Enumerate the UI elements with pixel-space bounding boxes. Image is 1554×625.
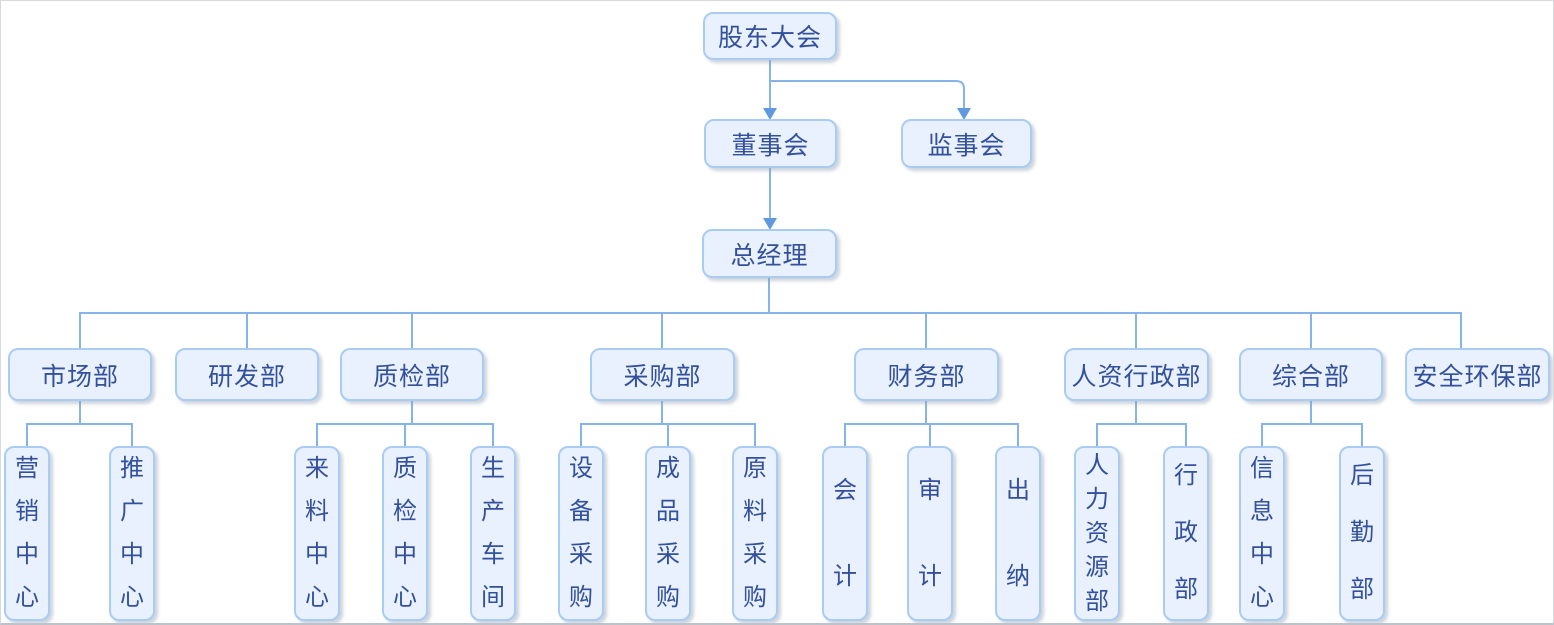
node-sub-marketing-center[interactable]: 营销中心 xyxy=(4,446,50,621)
node-sub-quality-inspection-center[interactable]: 质检中心 xyxy=(382,446,428,621)
node-dept-marketing[interactable]: 市场部 xyxy=(8,348,152,401)
node-sub-promotion-center[interactable]: 推广中心 xyxy=(109,446,155,621)
node-sub-equipment-purchasing[interactable]: 设备采购 xyxy=(558,446,604,621)
node-sub-cashier[interactable]: 出纳 xyxy=(995,446,1041,621)
node-sub-incoming-material-center[interactable]: 来料中心 xyxy=(294,446,340,621)
connector-lines xyxy=(26,60,1462,446)
node-sub-raw-material-purchasing[interactable]: 原料采购 xyxy=(732,446,778,621)
node-dept-hr-admin[interactable]: 人资行政部 xyxy=(1064,348,1209,401)
node-supervisory-board[interactable]: 监事会 xyxy=(901,119,1032,168)
arrowheads xyxy=(763,108,971,230)
arrow-down-icon xyxy=(763,218,777,230)
node-dept-purchasing[interactable]: 采购部 xyxy=(590,348,735,401)
node-dept-general-affairs[interactable]: 综合部 xyxy=(1239,348,1383,401)
node-dept-safety-environment[interactable]: 安全环保部 xyxy=(1405,348,1550,401)
node-general-manager[interactable]: 总经理 xyxy=(702,229,837,278)
node-dept-quality[interactable]: 质检部 xyxy=(340,348,484,401)
node-sub-accounting[interactable]: 会计 xyxy=(822,446,868,621)
node-sub-audit[interactable]: 审计 xyxy=(907,446,953,621)
node-dept-finance[interactable]: 财务部 xyxy=(854,348,999,401)
arrow-down-icon xyxy=(957,108,971,120)
node-sub-administration[interactable]: 行政部 xyxy=(1163,446,1209,621)
arrow-down-icon xyxy=(763,108,777,120)
node-shareholders-meeting[interactable]: 股东大会 xyxy=(703,12,837,60)
node-sub-human-resources[interactable]: 人力资源部 xyxy=(1074,446,1120,621)
node-sub-logistics[interactable]: 后勤部 xyxy=(1339,446,1385,621)
node-sub-finished-goods-purchasing[interactable]: 成品采购 xyxy=(645,446,691,621)
node-sub-information-center[interactable]: 信息中心 xyxy=(1239,446,1285,621)
node-dept-rnd[interactable]: 研发部 xyxy=(175,348,319,401)
node-board-of-directors[interactable]: 董事会 xyxy=(704,119,837,168)
node-sub-production-workshop[interactable]: 生产车间 xyxy=(470,446,516,621)
